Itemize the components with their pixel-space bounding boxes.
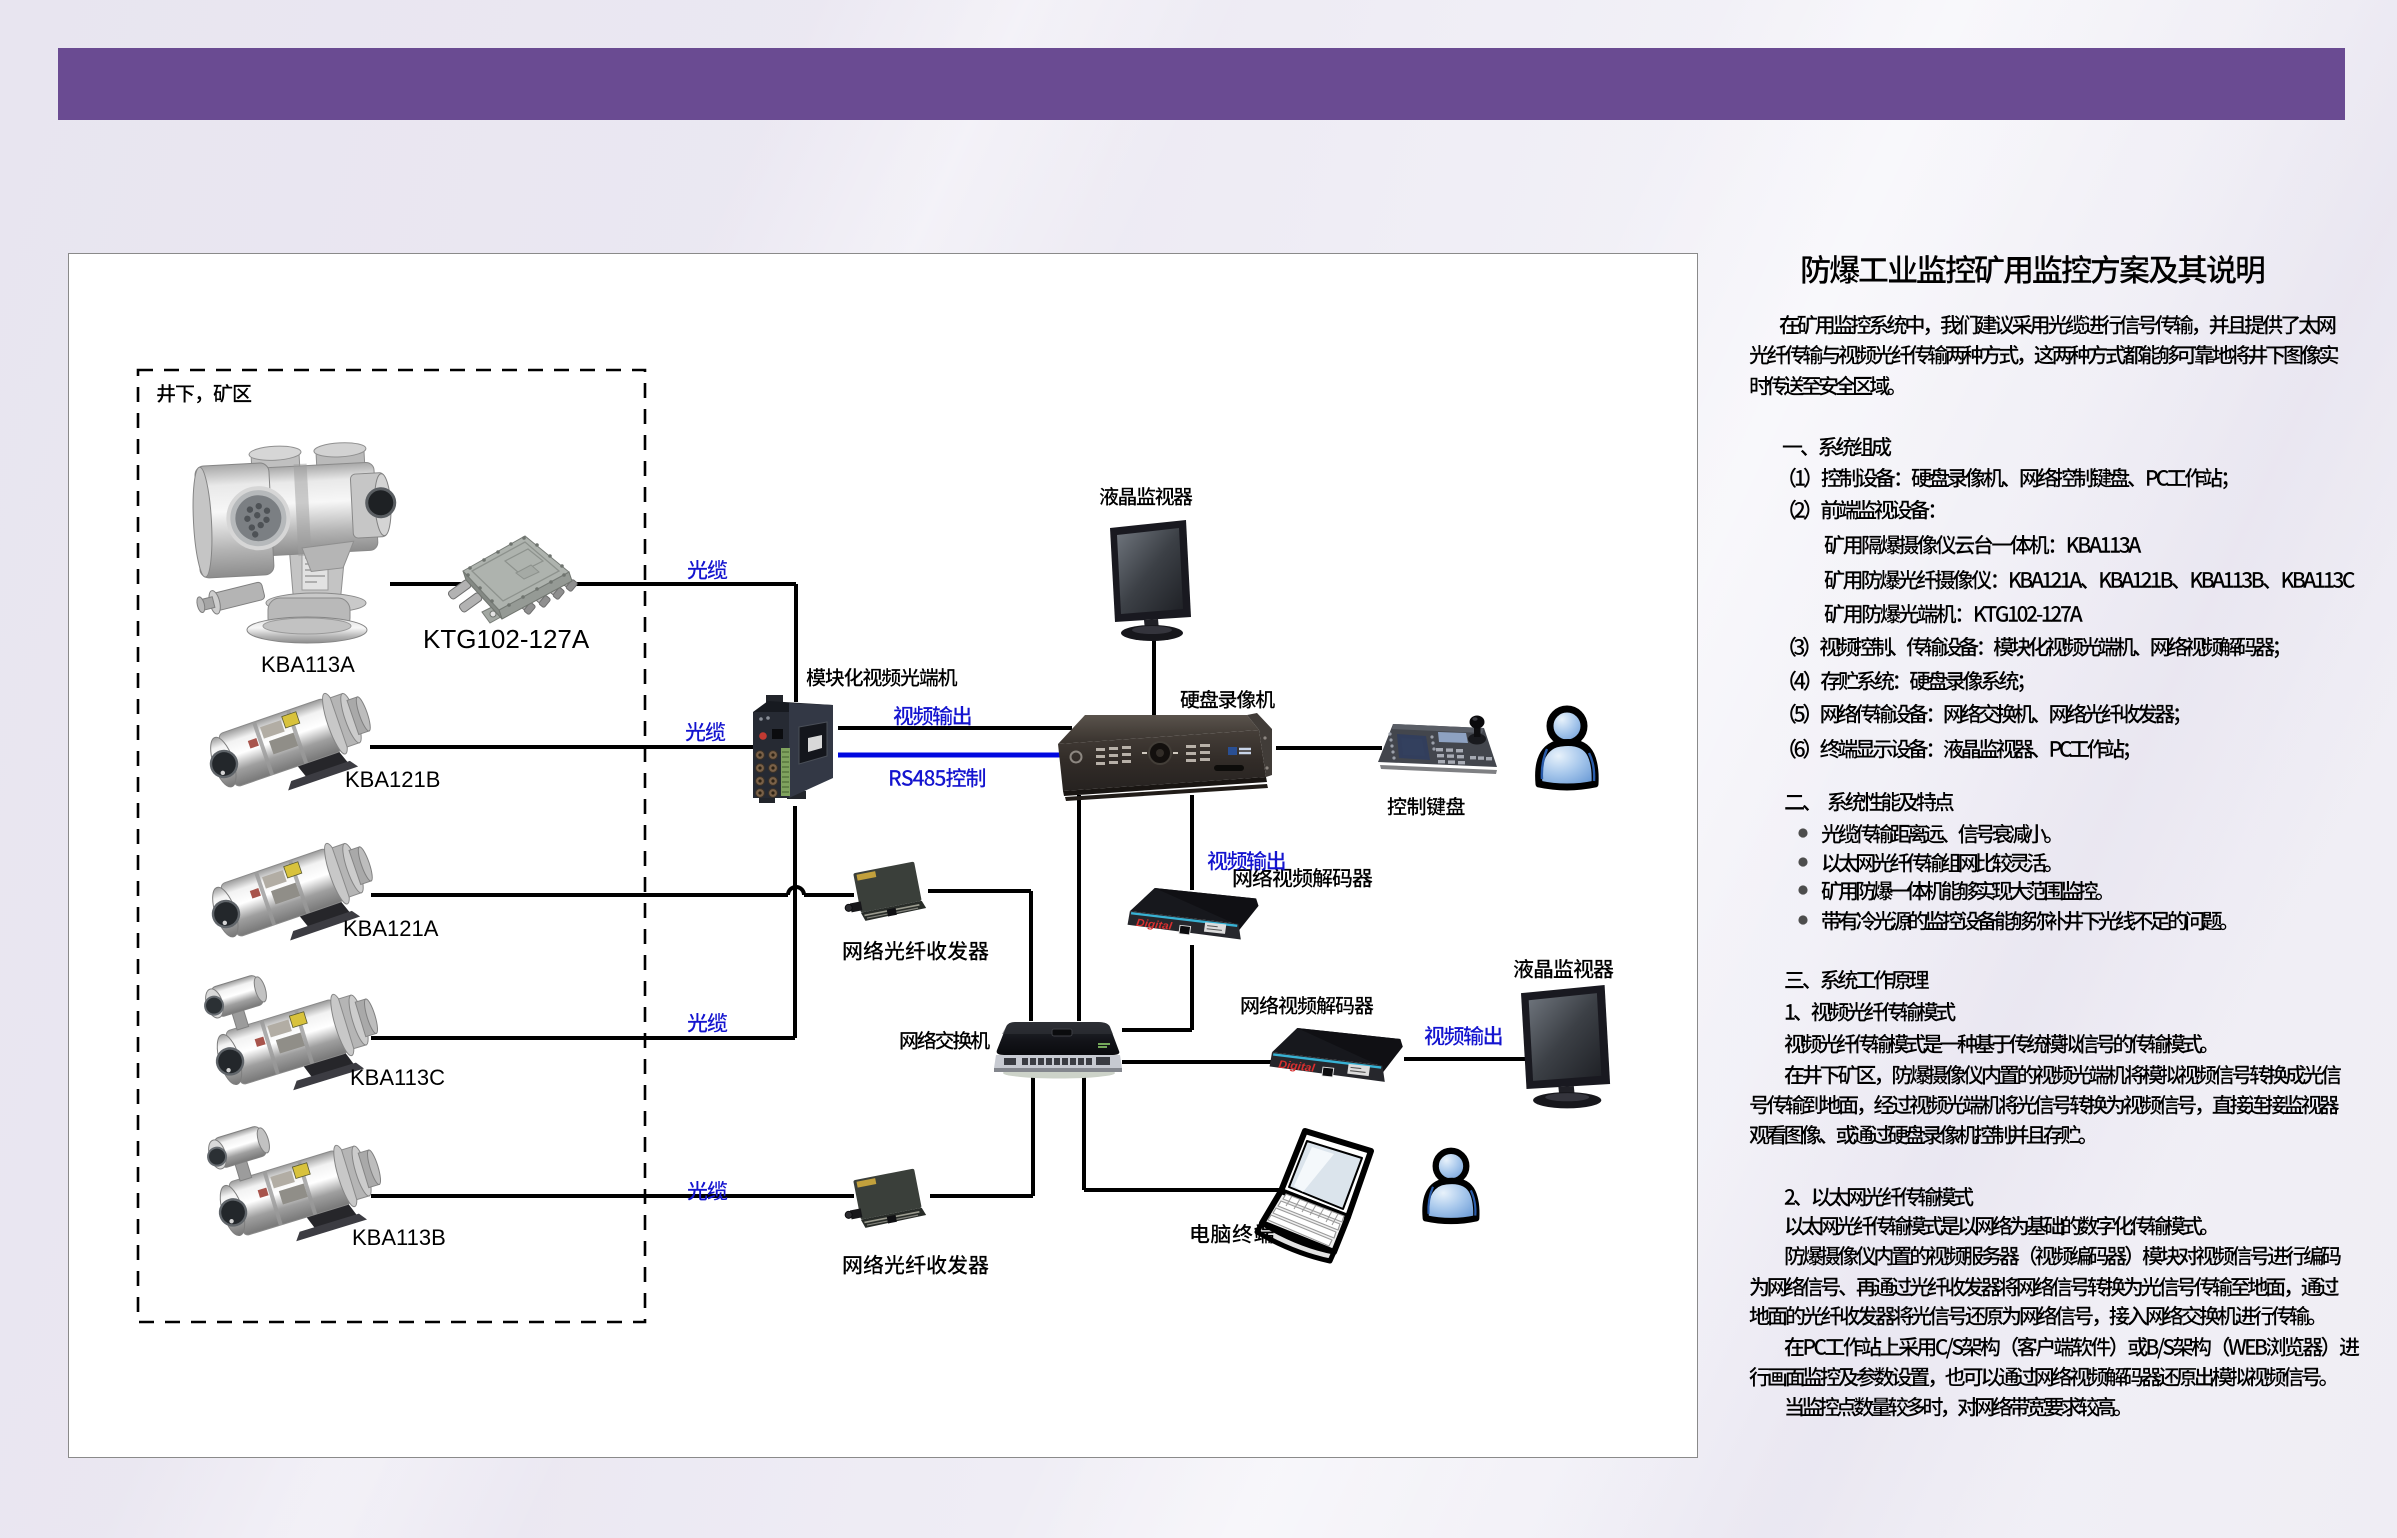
- svg-text:KBA113A: KBA113A: [261, 652, 355, 677]
- svg-text:KBA113B: KBA113B: [352, 1225, 446, 1250]
- svg-text:KBA121A: KBA121A: [343, 916, 439, 941]
- svg-text:KBA121B: KBA121B: [345, 767, 440, 792]
- svg-text:KTG102-127A: KTG102-127A: [423, 624, 590, 654]
- svg-text:KBA113C: KBA113C: [350, 1065, 445, 1090]
